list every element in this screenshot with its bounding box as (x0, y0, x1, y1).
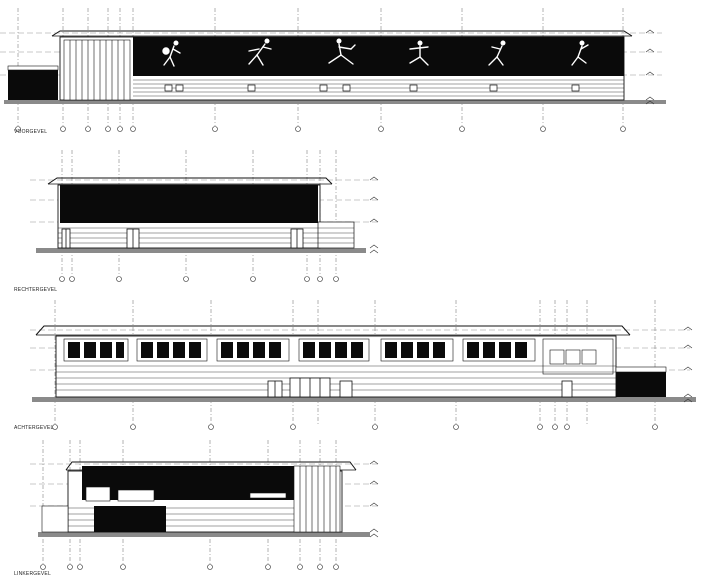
rear-level-markers (683, 326, 693, 403)
front-windows (164, 84, 580, 92)
rear-cladding (56, 365, 616, 391)
front-level-markers (645, 29, 655, 105)
rear-annex (616, 372, 666, 397)
front-axis-lines (17, 8, 624, 126)
left-level-markers (369, 460, 379, 538)
front-entrance-glazing (63, 39, 131, 101)
left-glazed-section (293, 465, 341, 533)
right-axis-markers (59, 276, 339, 282)
front-elevation (0, 8, 666, 132)
front-roof (51, 30, 633, 37)
front-cladding (133, 79, 624, 97)
right-ground (36, 248, 366, 253)
left-ground (38, 532, 370, 537)
sport-figures (162, 38, 589, 67)
front-annex (8, 70, 58, 100)
right-elevation (30, 150, 380, 282)
right-level-markers (369, 176, 379, 254)
left-axis-lines (42, 440, 337, 564)
rear-window-panes (68, 342, 527, 358)
rear-roof (35, 325, 631, 336)
right-roof (47, 177, 333, 185)
left-annex (41, 505, 69, 533)
left-dark-base (94, 506, 166, 532)
front-ground (4, 100, 666, 104)
front-axis-markers (15, 126, 626, 132)
left-elevation (30, 440, 380, 570)
right-dark-upper (60, 185, 318, 223)
front-elevation-label: VOORGEVEL (14, 129, 48, 135)
left-roof (65, 461, 357, 471)
rear-doors (267, 377, 573, 398)
front-sport-banner (133, 37, 624, 76)
rear-ground (32, 397, 696, 402)
rear-axis-markers (52, 424, 658, 430)
rear-axis-lines (54, 300, 656, 424)
left-cladding (42, 507, 294, 527)
left-axis-markers (40, 564, 339, 570)
rear-elevation-label: ACHTERGEVEL (14, 425, 54, 431)
right-cladding (58, 227, 354, 244)
right-doors (61, 228, 304, 249)
right-elevation-label: RECHTERGEVEL (14, 287, 58, 293)
left-elevation-label: LINKERGEVEL (14, 571, 51, 577)
rear-elevation (30, 300, 696, 430)
